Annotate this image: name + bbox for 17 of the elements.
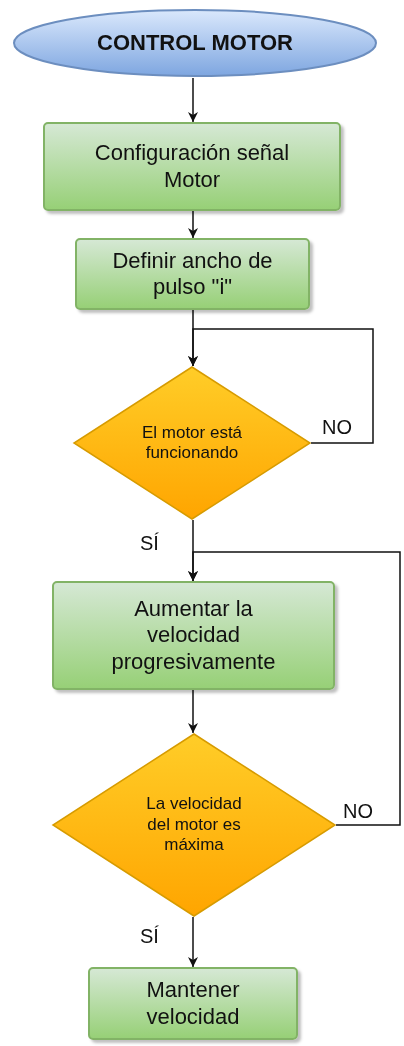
- process-box: [43, 122, 341, 211]
- node-text: La velocidad del motor es máxima: [145, 794, 243, 856]
- arrow: [188, 551, 401, 826]
- process-box: [88, 967, 298, 1040]
- node-text: El motor está funcionando: [140, 422, 244, 464]
- process-box: [52, 581, 335, 690]
- arrow: [188, 689, 198, 734]
- arrow: [188, 77, 198, 123]
- node-text: Definir ancho de pulso "i": [111, 247, 274, 301]
- process-box: [75, 238, 310, 310]
- arrow: [188, 916, 198, 968]
- arrow: [188, 328, 374, 444]
- node-text: CONTROL MOTOR: [97, 29, 293, 57]
- node-text: Aumentar la velocidad progresivamente: [110, 595, 277, 676]
- node-text: Mantener velocidad: [145, 977, 241, 1030]
- arrow: [188, 210, 198, 239]
- node-text: Configuración señal Motor: [93, 140, 291, 193]
